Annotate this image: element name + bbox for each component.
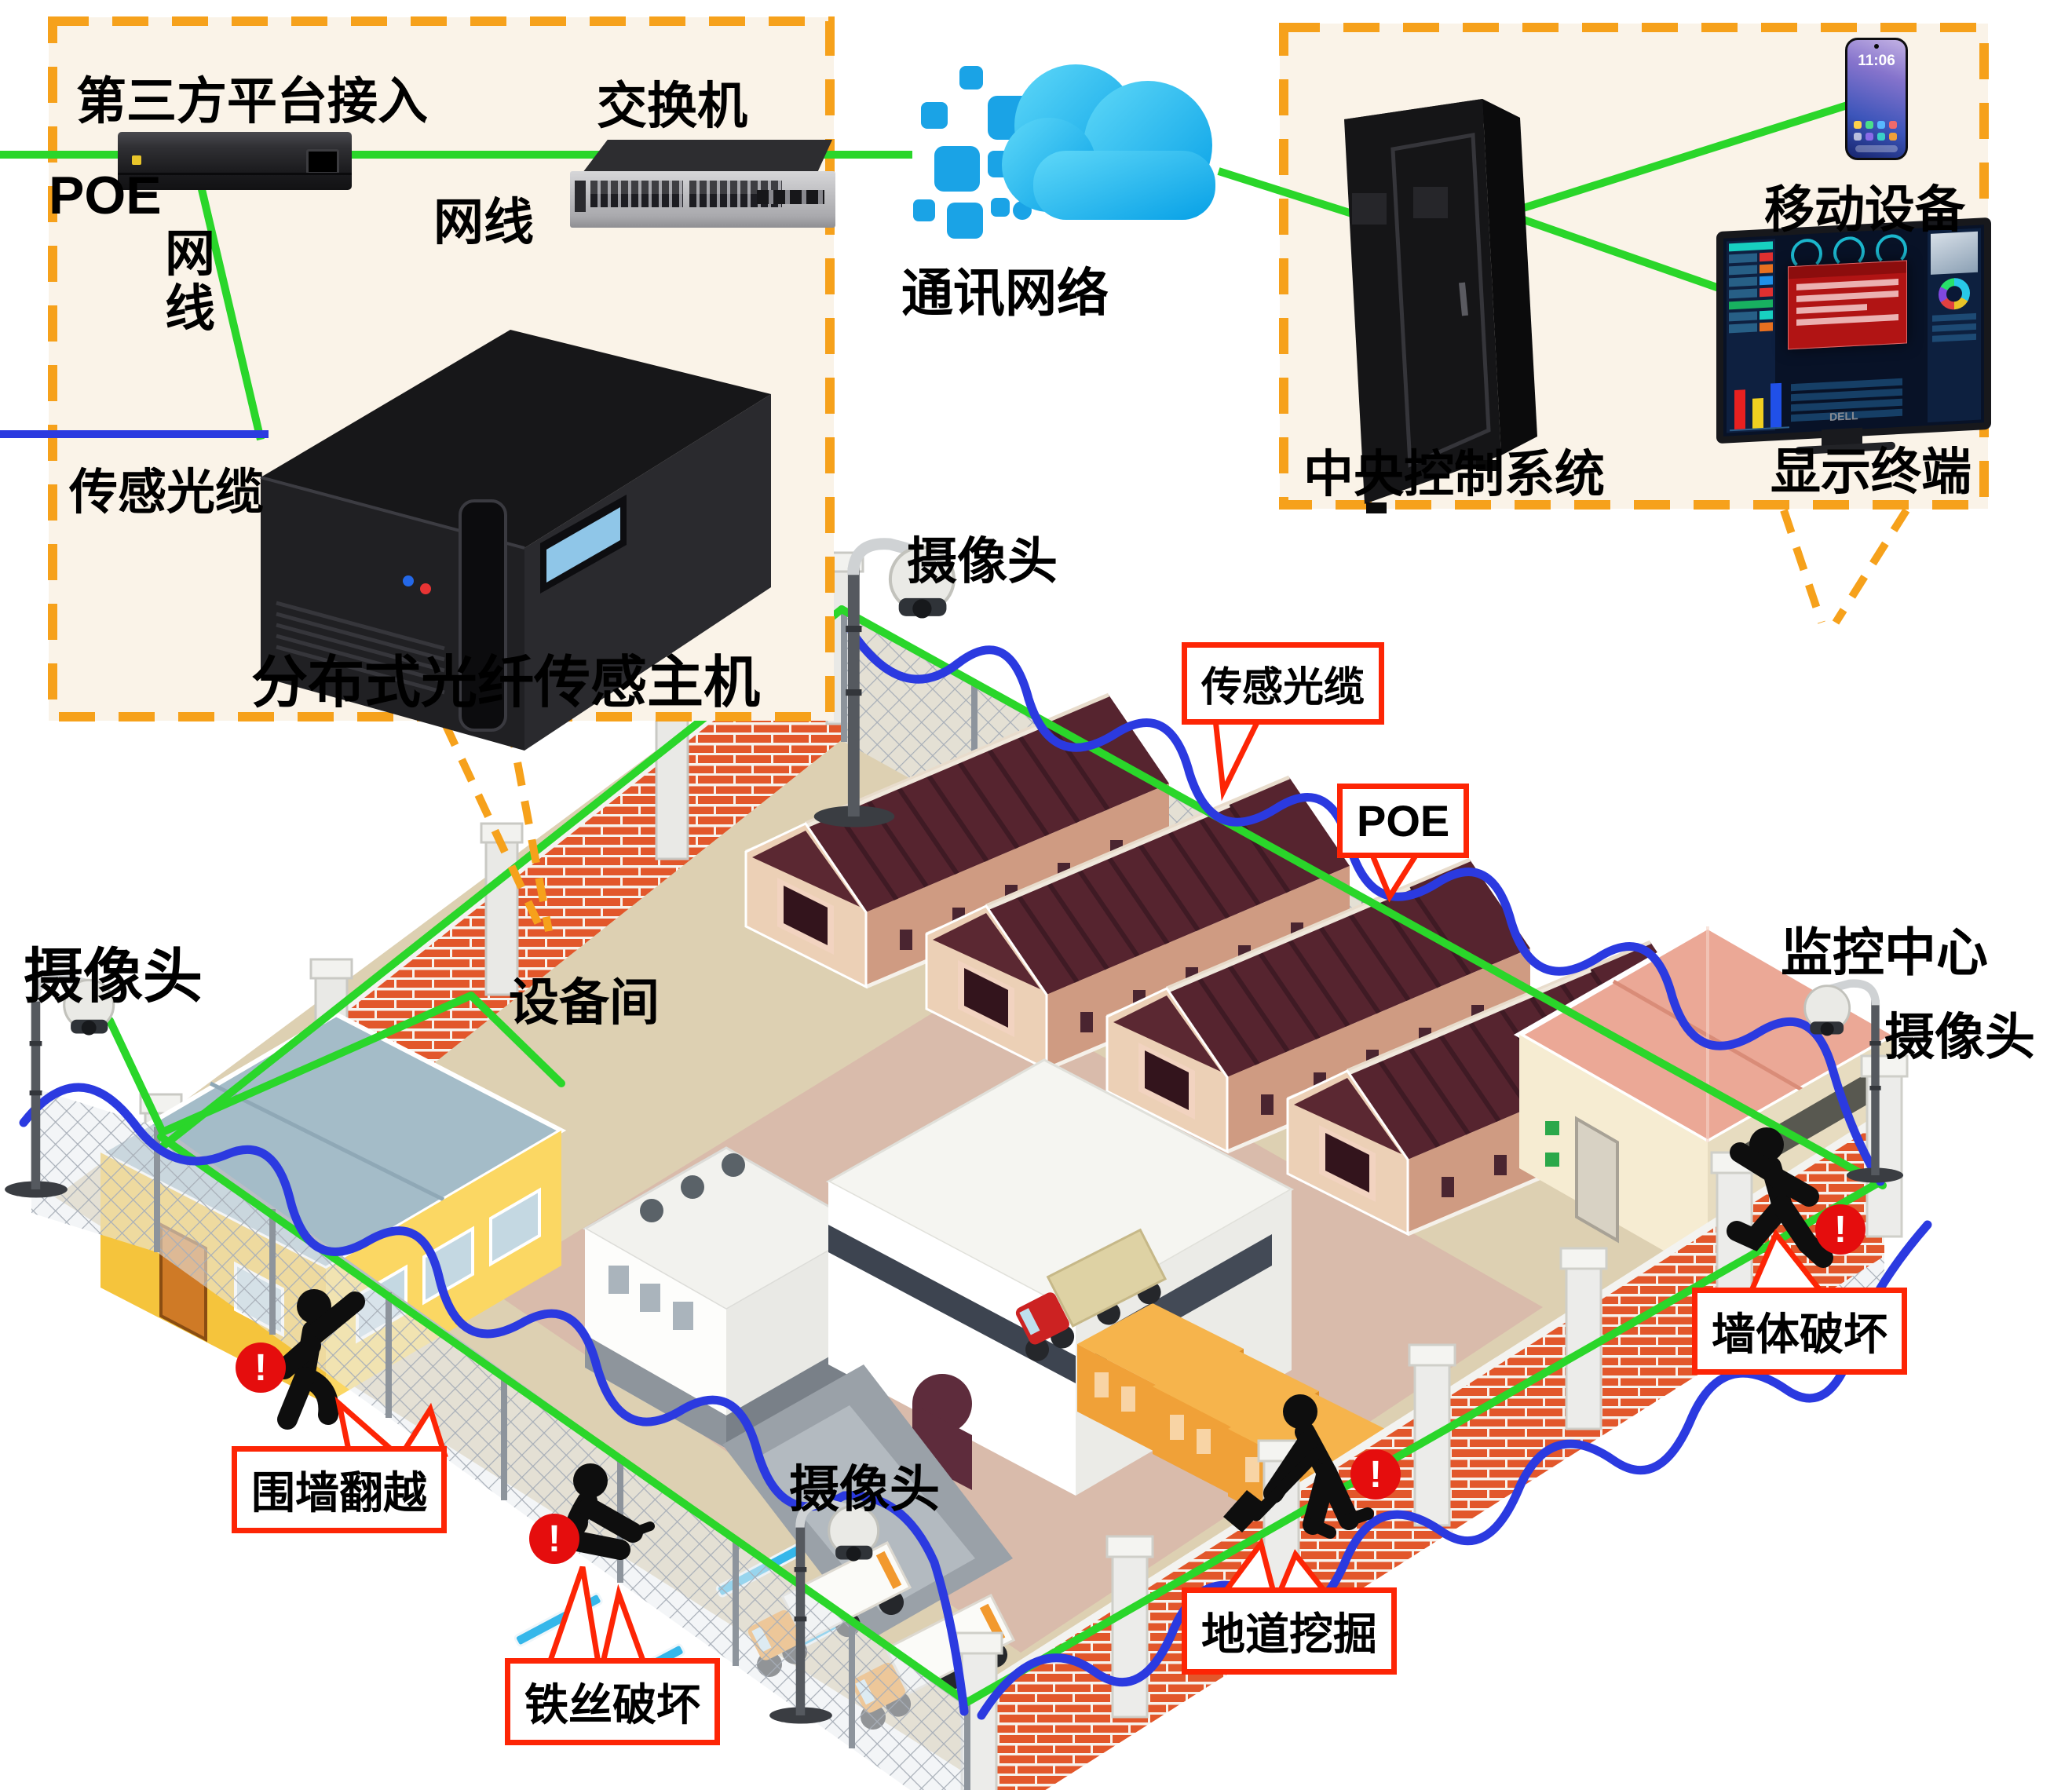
- fiber-cable-label: 传感光缆: [69, 466, 265, 520]
- sfp-ports: [757, 190, 824, 204]
- switch-label: 交换机: [597, 78, 747, 134]
- mobile-phone-device: 11:06: [1845, 38, 1908, 160]
- panel-funnels: [441, 508, 1910, 933]
- device-led: [132, 155, 141, 165]
- cloud-icon: [913, 64, 1215, 239]
- wall-break-callout: 墙体破坏: [1692, 1288, 1907, 1375]
- fiber-host-device: [260, 330, 771, 751]
- phone-time: 11:06: [1858, 53, 1895, 69]
- cloud-label: 通讯网络: [901, 264, 1109, 322]
- alert-icon-wall-break: !: [1815, 1204, 1866, 1255]
- camera-label-right: 摄像头: [1884, 1009, 2035, 1065]
- central-system-label: 中央控制系统: [1303, 446, 1605, 502]
- third-party-title: 第三方平台接入: [76, 73, 428, 130]
- lan-cable-label-vertical: 网线: [165, 225, 215, 338]
- camera-label-top: 摄像头: [907, 533, 1058, 590]
- lan-cable-label: 网线: [433, 194, 534, 250]
- central-panel-border: [1279, 23, 1989, 510]
- tunnel-dig-callout: 地道挖掘: [1182, 1587, 1397, 1675]
- equipment-room-label: 设备间: [509, 974, 660, 1031]
- wire-break-callout: 铁丝破坏: [505, 1658, 720, 1745]
- alert-icon-wire-break: !: [529, 1514, 579, 1564]
- camera-label-bottom: 摄像头: [789, 1461, 940, 1518]
- intruder-wall-breaking: [1727, 1127, 1833, 1268]
- phone-search-bar: [1855, 145, 1898, 152]
- sensing-fiber-cable: [19, 627, 1932, 1720]
- poe-label: POE: [49, 166, 162, 225]
- intruder-digging: [1223, 1394, 1374, 1539]
- server-rack: [1344, 99, 1537, 513]
- intruder-climbing: [274, 1289, 365, 1430]
- wall-climb-callout: 围墙翻越: [232, 1446, 447, 1533]
- switch-device: [570, 171, 835, 228]
- poe-injector-device: [118, 132, 352, 190]
- switch-top-face: [583, 140, 832, 173]
- fiber-cable-callout: 传感光缆: [1182, 642, 1385, 725]
- phone-app-grid: [1854, 121, 1899, 141]
- rj45-ports: [590, 181, 683, 207]
- fiber-host-label: 分布式光纤传感主机: [251, 652, 761, 714]
- camera-label-left: 摄像头: [24, 944, 203, 1010]
- perimeter-poe-line: [106, 605, 1887, 1706]
- power-port: [306, 149, 339, 174]
- alert-icon-wall-climb: !: [236, 1342, 286, 1393]
- phone-camera-dot: [1874, 44, 1879, 49]
- white-factory: [582, 1058, 1394, 1736]
- poe-callout: POE: [1337, 784, 1470, 858]
- alert-icon-tunnel-dig: !: [1350, 1449, 1401, 1500]
- mobile-device-label: 移动设备: [1764, 181, 1965, 238]
- monitoring-center-label: 监控中心: [1781, 923, 1988, 981]
- display-terminal-label: 显示终端: [1771, 444, 1972, 500]
